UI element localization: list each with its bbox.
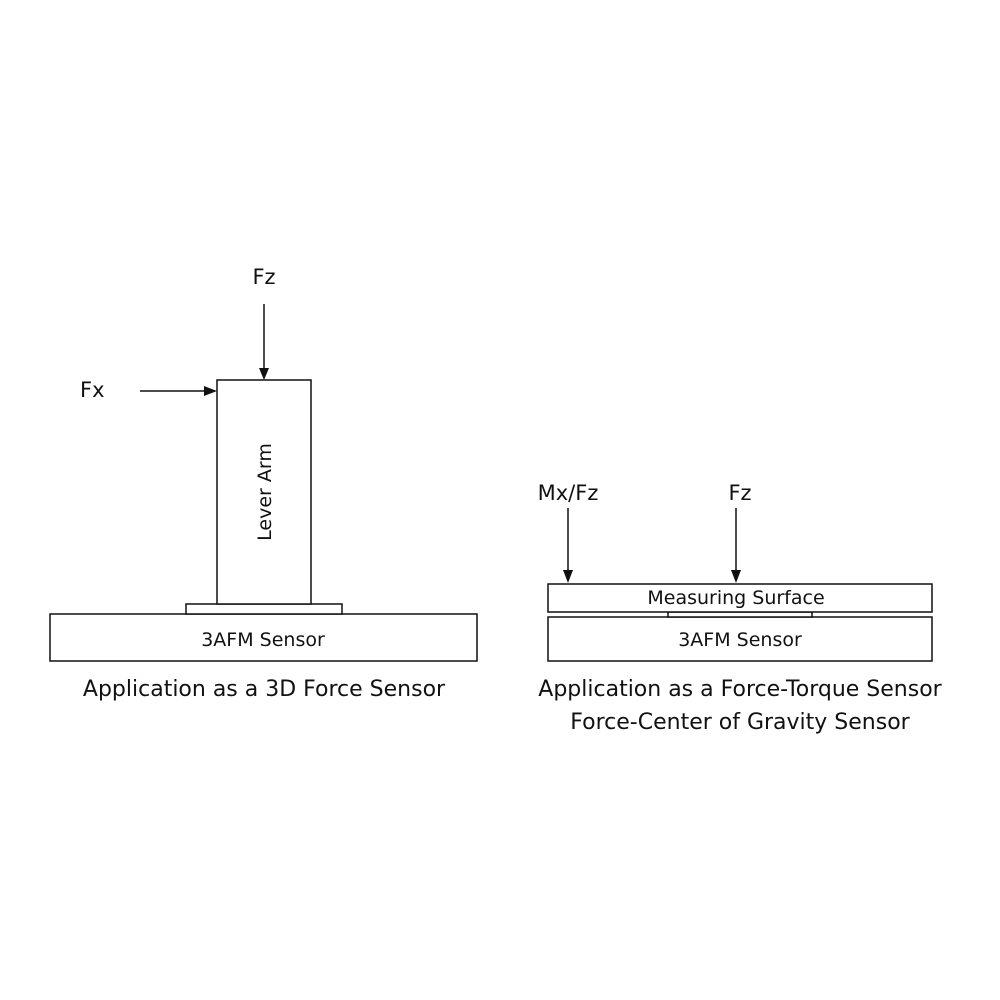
right-mx-fz-arrowhead (563, 570, 573, 583)
measuring-surface-box (547, 583, 933, 613)
right-sensor-label: 3AFM Sensor (678, 629, 802, 651)
lever-arm-box (216, 379, 312, 605)
left-sensor-box (49, 613, 478, 662)
left-fx-arrowhead (204, 386, 217, 396)
right-mx-fz-label: Mx/Fz (538, 481, 599, 505)
right-caption-line2: Force-Center of Gravity Sensor (570, 710, 910, 735)
right-caption-line1: Application as a Force-Torque Sensor (538, 677, 942, 702)
left-sensor-label: 3AFM Sensor (201, 629, 325, 651)
measuring-surface-label: Measuring Surface (647, 587, 824, 609)
left-mounting-plate (185, 603, 343, 615)
right-sensor-box (547, 616, 933, 662)
left-fx-label: Fx (80, 378, 105, 402)
left-fz-arrowhead (259, 368, 269, 380)
left-caption: Application as a 3D Force Sensor (83, 677, 446, 702)
lever-arm-label: Lever Arm (254, 443, 276, 541)
right-panel: 3AFM Sensor Measuring Surface Mx/Fz Fz A… (538, 481, 943, 735)
left-panel: 3AFM Sensor Lever Arm Fz Fx Application … (49, 265, 478, 702)
left-fz-label: Fz (252, 265, 275, 289)
right-fz-arrowhead (731, 570, 741, 583)
right-fz-label: Fz (728, 481, 751, 505)
